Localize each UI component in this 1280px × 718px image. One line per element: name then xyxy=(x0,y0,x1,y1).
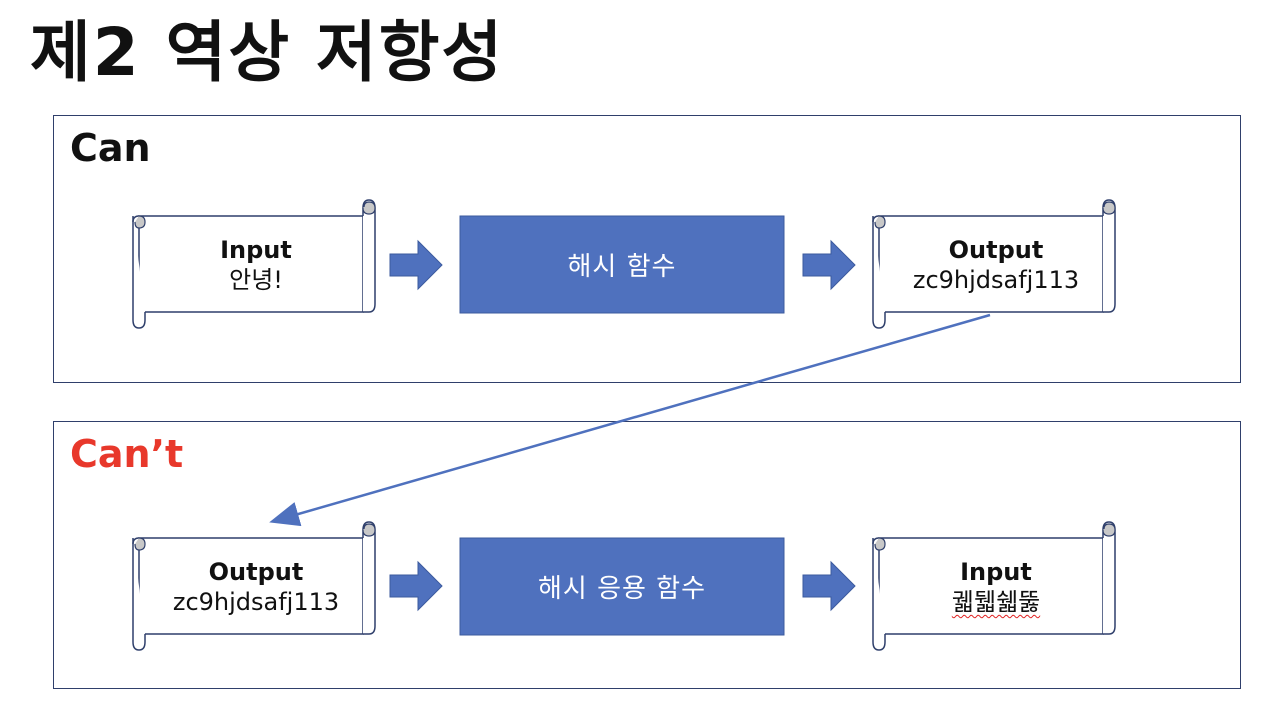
connector-arrow xyxy=(269,313,991,527)
can-arrow-1 xyxy=(389,240,443,290)
cant-output-text: Output zc9hjdsafj113 xyxy=(146,557,366,617)
cant-input-title: Input xyxy=(960,558,1032,586)
cant-function-label: 해시 응용 함수 xyxy=(537,574,707,604)
can-input-text: Input 안녕! xyxy=(146,235,366,295)
page-title: 제2 역상 저항성 xyxy=(30,14,505,91)
cant-section-label: Can’t xyxy=(70,432,184,476)
can-section-frame: Can xyxy=(53,115,1241,383)
can-hash-function-box xyxy=(459,215,785,314)
cant-output-title: Output xyxy=(208,558,304,586)
can-function-label: 해시 함수 xyxy=(567,252,677,282)
can-input-value: 안녕! xyxy=(229,266,283,294)
cant-inverse-function-box xyxy=(459,537,785,636)
can-section-label: Can xyxy=(70,126,151,170)
cant-output-value: zc9hjdsafj113 xyxy=(172,588,340,616)
can-output-value: zc9hjdsafj113 xyxy=(912,266,1080,294)
can-input-title: Input xyxy=(220,236,292,264)
cant-arrow-1 xyxy=(389,561,443,611)
cant-input-value: 궯뒓쉛뚫 xyxy=(951,588,1041,616)
can-output-title: Output xyxy=(948,236,1044,264)
can-output-text: Output zc9hjdsafj113 xyxy=(886,235,1106,295)
can-arrow-2 xyxy=(802,240,856,290)
cant-input-text: Input 궯뒓쉛뚫 xyxy=(886,557,1106,617)
cant-section-frame: Can’t xyxy=(53,421,1241,689)
cant-arrow-2 xyxy=(802,561,856,611)
